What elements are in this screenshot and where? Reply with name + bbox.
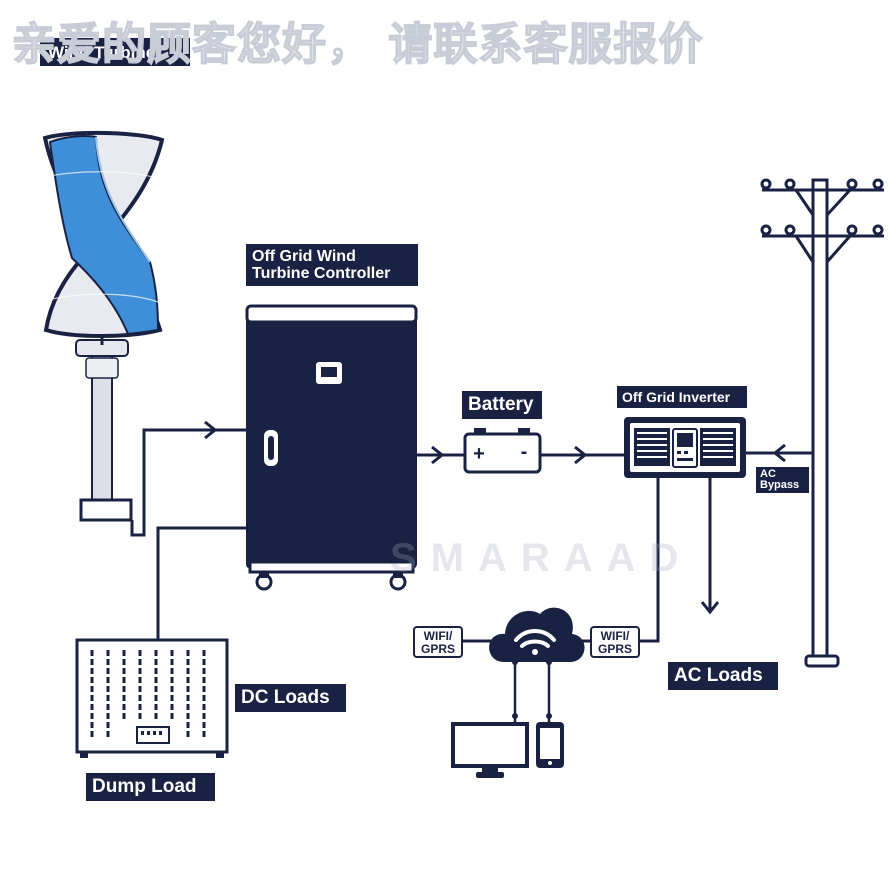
dc-loads-label: DC Loads: [235, 684, 346, 712]
wifi-gprs-left-label: WIFI/ GPRS: [413, 626, 463, 658]
ac-bypass-label: AC Bypass: [756, 467, 809, 493]
controller-label: Off Grid Wind Turbine Controller: [246, 244, 418, 286]
monitor-icon: [451, 722, 529, 778]
dump-load-icon: [75, 638, 229, 758]
wifi-gprs-right-label: WIFI/ GPRS: [590, 626, 640, 658]
phone-icon: [536, 722, 564, 768]
line-turbine-to-controller: [130, 428, 215, 537]
connection-lines: [130, 420, 818, 722]
battery-positive-label: +: [473, 443, 485, 465]
wind-turbine-label: Wind Turbine: [40, 38, 190, 66]
cloud-wifi-icon: [489, 607, 585, 719]
dump-load-label: Dump Load: [86, 773, 215, 801]
arrow-controller-to-battery: [431, 445, 445, 465]
battery-negative-label: -: [521, 441, 528, 463]
line-inverter-to-wifi: [640, 478, 660, 643]
line-controller-to-dumpload: [156, 526, 248, 640]
battery-label: Battery: [462, 391, 542, 419]
brand-watermark: SMARAAD: [390, 536, 693, 580]
power-pole-icon: [760, 178, 884, 668]
inverter-label: Off Grid Inverter: [617, 386, 747, 408]
arrow-pole-to-inverter: [772, 443, 786, 463]
arrow-inverter-to-acloads: [700, 601, 720, 615]
arrow-battery-to-inverter: [574, 445, 588, 465]
wind-turbine-icon: [42, 130, 165, 522]
ac-loads-label: AC Loads: [668, 662, 778, 690]
controller-cabinet-icon: [245, 304, 418, 591]
watermark-text: 亲爱的顾客您好， 请联系客服报价: [12, 18, 704, 71]
battery-icon: + -: [463, 428, 542, 474]
inverter-icon: [624, 417, 746, 478]
